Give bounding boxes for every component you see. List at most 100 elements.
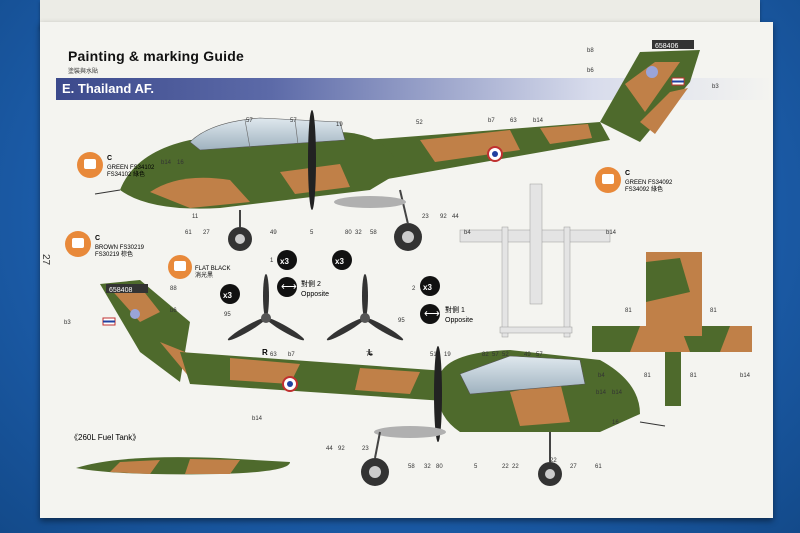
svg-text:GREEN FS34102: GREEN FS34102 <box>107 165 155 171</box>
svg-text:57: 57 <box>492 352 499 358</box>
propeller-right: x3 ⟷ x3 R <box>220 250 305 357</box>
svg-text:⟷: ⟷ <box>281 281 297 293</box>
svg-text:81: 81 <box>690 373 697 379</box>
svg-text:61: 61 <box>185 230 192 236</box>
svg-text:BROWN FS30219: BROWN FS30219 <box>95 245 145 251</box>
svg-text:19: 19 <box>336 122 343 128</box>
paint-callout-black: FLAT BLACK 消光黑 <box>168 255 230 279</box>
svg-text:92: 92 <box>440 214 447 220</box>
svg-text:b14: b14 <box>252 416 263 422</box>
aircraft-artwork: 658406 C GREEN FS34102 FS34102 綠色 C GREE… <box>64 40 752 486</box>
svg-text:23: 23 <box>362 446 369 452</box>
aircraft-profile-left: 658406 <box>94 40 700 251</box>
svg-text:b4: b4 <box>464 230 471 236</box>
svg-text:b14: b14 <box>606 230 617 236</box>
paint-callout-green: C GREEN FS34102 FS34102 綠色 <box>77 152 155 178</box>
svg-text:FLAT BLACK: FLAT BLACK <box>195 266 230 272</box>
page-title: Painting & marking Guide <box>68 48 244 64</box>
paint-callout-green2: C GREEN FS34092 FS34092 綠色 <box>595 167 673 193</box>
svg-text:b4: b4 <box>598 373 605 379</box>
svg-text:⟷: ⟷ <box>424 308 440 320</box>
svg-text:95: 95 <box>224 312 231 318</box>
svg-text:49: 49 <box>270 230 277 236</box>
svg-text:44: 44 <box>326 446 333 452</box>
svg-text:2: 2 <box>412 286 416 292</box>
scheme-banner: E. Thailand AF. <box>56 78 773 100</box>
page-subtitle: 塗裝與水貼 <box>68 69 99 75</box>
svg-text:C: C <box>107 155 112 162</box>
svg-text:11: 11 <box>192 214 199 220</box>
svg-text:22: 22 <box>502 464 509 470</box>
svg-text:23: 23 <box>422 214 429 220</box>
svg-text:5: 5 <box>310 230 314 236</box>
svg-text:b14: b14 <box>161 160 172 166</box>
svg-text:消光黑: 消光黑 <box>195 271 213 279</box>
svg-text:52: 52 <box>416 120 423 126</box>
svg-text:44: 44 <box>452 214 459 220</box>
svg-text:16: 16 <box>612 420 619 426</box>
callout-numbers: 57 57 19 52 b7 63 b14 b8 b6 b3 b14 16 11… <box>64 48 751 470</box>
svg-text:x3: x3 <box>335 257 344 266</box>
svg-text:對側 2: 對側 2 <box>301 279 321 288</box>
svg-text:80: 80 <box>436 464 443 470</box>
svg-text:C: C <box>625 170 630 177</box>
svg-text:1: 1 <box>270 258 274 264</box>
svg-text:對側 1: 對側 1 <box>445 305 465 314</box>
svg-text:57: 57 <box>290 118 297 124</box>
svg-text:63: 63 <box>270 352 277 358</box>
svg-text:16: 16 <box>177 160 184 166</box>
svg-text:81: 81 <box>644 373 651 379</box>
svg-text:GREEN FS34092: GREEN FS34092 <box>625 180 673 186</box>
svg-text:27: 27 <box>203 230 210 236</box>
svg-text:51: 51 <box>430 352 437 358</box>
svg-text:FS30219 棕色: FS30219 棕色 <box>95 250 133 258</box>
instruction-page: Painting & marking Guide 塗裝與水貼 E. Thaila… <box>40 22 773 518</box>
svg-text:49: 49 <box>524 352 531 358</box>
svg-text:b6: b6 <box>587 68 594 74</box>
svg-text:C: C <box>95 235 100 242</box>
svg-text:95: 95 <box>398 318 405 324</box>
aircraft-top-view <box>459 183 611 338</box>
svg-text:22: 22 <box>550 458 557 464</box>
svg-text:b7: b7 <box>288 352 295 358</box>
svg-text:b6: b6 <box>170 308 177 314</box>
svg-text:88: 88 <box>170 286 177 292</box>
svg-text:b14: b14 <box>740 373 751 379</box>
svg-text:b8: b8 <box>587 48 594 54</box>
svg-text:b3: b3 <box>64 320 71 326</box>
svg-text:x3: x3 <box>280 257 289 266</box>
fuel-tank-drawing <box>76 457 290 475</box>
svg-text:57: 57 <box>536 352 543 358</box>
svg-text:x3: x3 <box>423 283 432 292</box>
svg-text:Opposite: Opposite <box>301 291 329 298</box>
svg-text:b3: b3 <box>712 84 719 90</box>
svg-text:Opposite: Opposite <box>445 317 473 324</box>
svg-text:57: 57 <box>246 118 253 124</box>
svg-text:58: 58 <box>408 464 415 470</box>
aircraft-wing-plan-view <box>592 252 752 406</box>
aircraft-profile-right: 658408 <box>100 280 666 486</box>
svg-text:5: 5 <box>474 464 478 470</box>
svg-text:22: 22 <box>512 464 519 470</box>
svg-text:27: 27 <box>570 464 577 470</box>
svg-text:82: 82 <box>482 352 489 358</box>
paint-callout-brown: C BROWN FS30219 FS30219 棕色 <box>65 231 145 258</box>
svg-text:b7: b7 <box>488 118 495 124</box>
tail-serial-top: 658406 <box>655 43 678 50</box>
propeller-left: x3 對側 2 Opposite L x3 ⟷ 對側 1 Opposite <box>301 250 473 357</box>
svg-text:FS34102 綠色: FS34102 綠色 <box>107 170 145 178</box>
svg-text:58: 58 <box>370 230 377 236</box>
svg-text:b14: b14 <box>612 390 623 396</box>
fuel-tank-label: 《260L Fuel Tank》 <box>70 433 140 442</box>
svg-text:80: 80 <box>345 230 352 236</box>
svg-text:32: 32 <box>355 230 362 236</box>
svg-text:b14: b14 <box>533 118 544 124</box>
svg-text:x3: x3 <box>223 291 232 300</box>
svg-text:FS34092 綠色: FS34092 綠色 <box>625 185 663 193</box>
svg-text:81: 81 <box>625 308 632 314</box>
svg-text:32: 32 <box>424 464 431 470</box>
svg-text:61: 61 <box>595 464 602 470</box>
svg-text:92: 92 <box>338 446 345 452</box>
scheme-label: E. Thailand AF. <box>62 81 154 96</box>
svg-text:b14: b14 <box>596 390 607 396</box>
